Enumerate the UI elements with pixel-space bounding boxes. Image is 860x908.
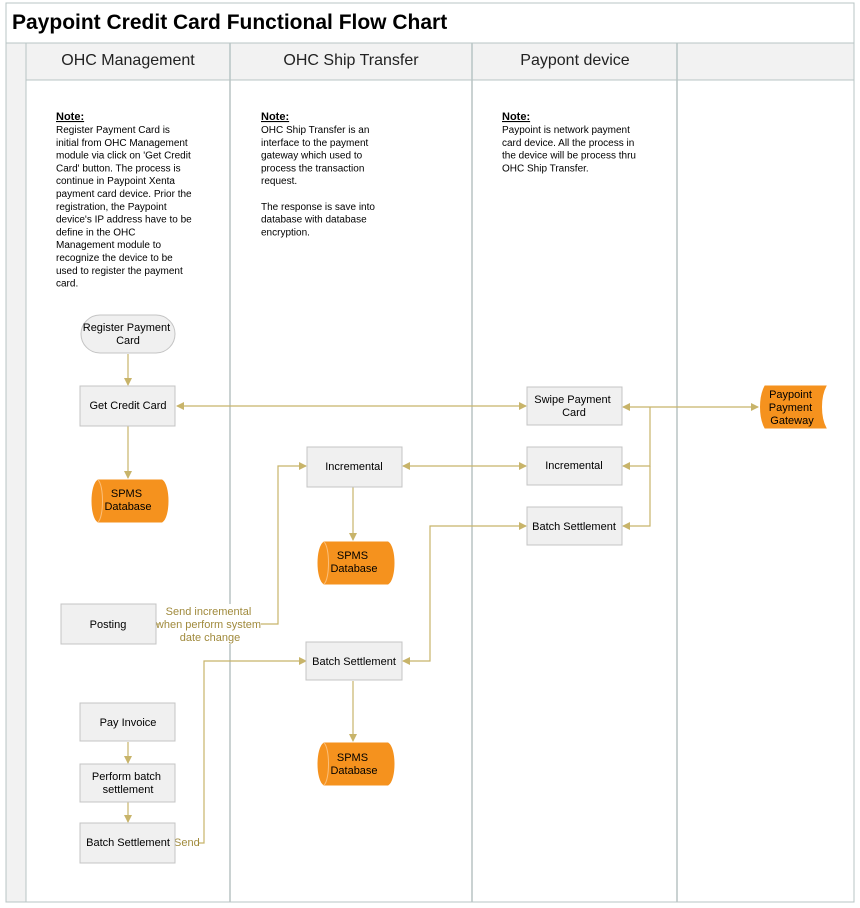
lane-header-ohc-ship-transfer: OHC Ship Transfer xyxy=(283,52,419,69)
lane-header-paypont-device: Paypont device xyxy=(520,52,630,69)
node-label: Posting xyxy=(90,619,127,631)
arrow-gateway-to-batch-device xyxy=(622,466,651,530)
lane-header-bar xyxy=(5,42,855,81)
node-pay-invoice: Pay Invoice xyxy=(79,702,176,742)
node-posting: Posting xyxy=(60,603,157,645)
node-spms-database-1: SPMS Database xyxy=(91,479,169,523)
label-send: Send xyxy=(174,837,200,849)
arrow-batch-transfer-to-device xyxy=(402,522,527,665)
terminator-shape xyxy=(80,314,176,354)
label-bg-send xyxy=(176,835,198,849)
database-edge xyxy=(323,541,329,585)
label-bg-send-incremental xyxy=(159,604,261,644)
note-heading: Note: xyxy=(56,111,84,123)
node-label: Batch Settlement xyxy=(532,521,616,533)
left-margin-strip xyxy=(5,42,27,903)
node-label: Batch Settlement xyxy=(86,837,170,849)
page-title: Paypoint Credit Card Functional Flow Cha… xyxy=(12,11,447,34)
process-shape xyxy=(79,763,176,803)
note-body: Register Payment Card is initial from OH… xyxy=(56,125,194,290)
node-label: SPMS Database xyxy=(330,550,377,575)
node-label: Incremental xyxy=(325,461,382,473)
database-edge xyxy=(323,742,329,786)
note-body: Paypoint is network payment card device.… xyxy=(502,125,639,174)
node-label: Pay Invoice xyxy=(100,717,157,729)
node-label: Perform batch settlement xyxy=(92,771,164,796)
note-heading: Note: xyxy=(261,111,289,123)
process-shape xyxy=(60,603,157,645)
node-incremental-transfer: Incremental xyxy=(306,446,403,488)
database-shape xyxy=(317,742,395,786)
process-shape xyxy=(79,822,176,864)
process-shape xyxy=(79,385,176,427)
node-label: SPMS Database xyxy=(330,752,377,777)
gateway-shape xyxy=(760,385,827,429)
note-ohc-ship-transfer: Note: OHC Ship Transfer is an interface … xyxy=(261,111,378,238)
node-batch-settlement-transfer: Batch Settlement xyxy=(305,641,403,681)
node-label: SPMS Database xyxy=(104,488,151,513)
node-get-credit-card: Get Credit Card xyxy=(79,385,176,427)
node-label: Incremental xyxy=(545,460,602,472)
node-swipe-payment-card: Swipe Payment Card xyxy=(526,386,623,426)
process-shape xyxy=(79,702,176,742)
label-send-incremental: Send incremental when perform system dat… xyxy=(155,606,264,644)
node-label: Register Payment Card xyxy=(83,322,174,347)
node-incremental-device: Incremental xyxy=(526,446,623,486)
node-spms-database-2: SPMS Database xyxy=(317,541,395,585)
database-shape xyxy=(91,479,169,523)
process-shape xyxy=(305,641,403,681)
title-bar xyxy=(5,2,855,44)
diagram-frame xyxy=(5,2,855,903)
process-shape xyxy=(526,506,623,546)
database-edge xyxy=(97,479,103,523)
node-paypoint-payment-gateway: Paypoint Payment Gateway xyxy=(760,385,827,429)
note-ohc-management: Note: Register Payment Card is initial f… xyxy=(56,111,194,290)
process-shape xyxy=(526,386,623,426)
note-heading: Note: xyxy=(502,111,530,123)
node-batch-settlement-device: Batch Settlement xyxy=(526,506,623,546)
node-spms-database-3: SPMS Database xyxy=(317,742,395,786)
node-label: Paypoint Payment Gateway xyxy=(769,389,815,427)
node-register-payment-card: Register Payment Card xyxy=(80,314,176,354)
node-perform-batch-settlement: Perform batch settlement xyxy=(79,763,176,803)
node-label: Swipe Payment Card xyxy=(534,394,614,419)
node-label: Get Credit Card xyxy=(89,400,166,412)
process-shape xyxy=(526,446,623,486)
node-batch-settlement-ohc: Batch Settlement xyxy=(79,822,176,864)
lane-header-ohc-management: OHC Management xyxy=(61,52,195,69)
note-body: OHC Ship Transfer is an interface to the… xyxy=(261,125,378,238)
process-shape xyxy=(306,446,403,488)
database-shape xyxy=(317,541,395,585)
note-paypont-device: Note: Paypoint is network payment card d… xyxy=(502,111,639,174)
node-label: Batch Settlement xyxy=(312,656,396,668)
